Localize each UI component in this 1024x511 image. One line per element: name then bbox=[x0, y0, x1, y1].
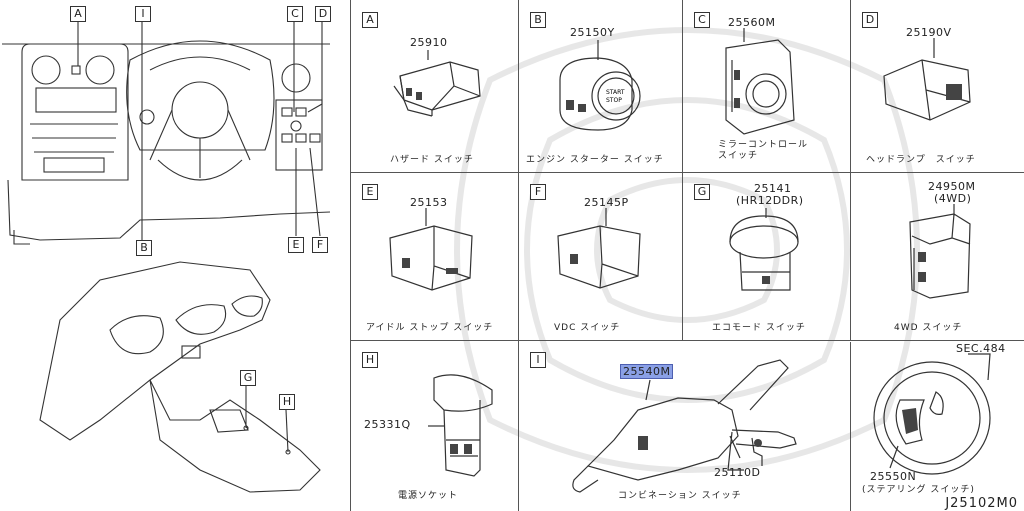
part-number: 25153 bbox=[410, 196, 448, 209]
part-caption: 4WD スイッチ bbox=[894, 323, 963, 333]
part-number: 25141 bbox=[754, 182, 792, 195]
part-number: 25560M bbox=[728, 16, 776, 29]
part-note: (HR12DDR) bbox=[736, 194, 804, 207]
callout-h: H bbox=[279, 394, 295, 410]
cell-mirror-control-switch: C 25560M ミラーコントロール スイッチ bbox=[682, 0, 850, 172]
cell-steering-switch: SEC.484 25550N (ステアリング スイッチ) bbox=[850, 340, 1024, 511]
power-socket-icon bbox=[428, 374, 493, 477]
section-reference: SEC.484 bbox=[956, 342, 1006, 355]
part-number: 25550N bbox=[870, 470, 917, 483]
part-caption: ハザード スイッチ bbox=[390, 155, 474, 165]
part-note: (4WD) bbox=[934, 192, 972, 205]
part-caption: アイドル ストップ スイッチ bbox=[366, 323, 494, 333]
part-number: 25190V bbox=[906, 26, 952, 39]
cell-eco-mode-switch: G 25141 (HR12DDR) エコモード スイッチ bbox=[682, 172, 850, 340]
part-caption: VDC スイッチ bbox=[554, 323, 621, 333]
part-caption: コンビネーション スイッチ bbox=[618, 491, 742, 501]
stop-label: STOP bbox=[606, 97, 622, 104]
part-number: 25910 bbox=[410, 36, 448, 49]
combination-switch-icon bbox=[572, 359, 797, 493]
cell-combination-switch: I 25540M 25110D コンビネーション スイッチ bbox=[518, 340, 850, 511]
cell-letter-a: A bbox=[362, 12, 378, 28]
callout-g: G bbox=[240, 370, 256, 386]
callout-a: A bbox=[70, 6, 86, 22]
hazard-switch-icon bbox=[393, 50, 481, 117]
callout-b: B bbox=[136, 240, 152, 256]
cell-hazard-switch: A 25910 ハザード スイッチ bbox=[350, 0, 518, 172]
idle-stop-switch-icon bbox=[389, 208, 473, 291]
mirror-control-icon bbox=[725, 28, 795, 135]
part-caption: ミラーコントロール スイッチ bbox=[718, 140, 809, 161]
cell-letter-c: C bbox=[694, 12, 710, 28]
cell-letter-f: F bbox=[530, 184, 546, 200]
part-caption: (ステアリング スイッチ) bbox=[862, 485, 975, 495]
start-label: START bbox=[606, 89, 625, 96]
part-caption: ヘッドランプ スイッチ bbox=[866, 155, 976, 165]
cell-letter-b: B bbox=[530, 12, 546, 28]
cell-letter-h: H bbox=[362, 352, 378, 368]
part-caption: エンジン スターター スイッチ bbox=[526, 155, 664, 165]
part-number: 24950M bbox=[928, 180, 976, 193]
part-number: 25145P bbox=[584, 196, 629, 209]
vdc-switch-icon bbox=[557, 208, 641, 289]
callout-d: D bbox=[315, 6, 331, 22]
cell-letter-d: D bbox=[862, 12, 878, 28]
dashboard-overview: A I C D B E F G H bbox=[0, 0, 348, 511]
part-caption: エコモード スイッチ bbox=[712, 323, 806, 333]
cell-headlamp-switch: D 25190V ヘッドランプ スイッチ bbox=[850, 0, 1024, 172]
callout-i: I bbox=[135, 6, 151, 22]
part-number: 25150Y bbox=[570, 26, 615, 39]
eco-mode-switch-icon bbox=[729, 208, 799, 291]
bolt-part-number: 25110D bbox=[714, 466, 761, 479]
cell-4wd-switch: 24950M (4WD) 4WD スイッチ bbox=[850, 172, 1024, 340]
parts-grid: A 25910 ハザード スイッチ B 25150Y bbox=[350, 0, 1024, 511]
part-caption: 電源ソケット bbox=[398, 491, 459, 501]
cell-power-socket: H 25331Q 電源ソケット bbox=[350, 340, 518, 511]
part-number: 25331Q bbox=[364, 418, 411, 431]
cell-letter-g: G bbox=[694, 184, 710, 200]
diagram-code: J25102M0 bbox=[945, 496, 1018, 511]
callout-f: F bbox=[312, 237, 328, 253]
cell-idle-stop-switch: E 25153 アイドル ストップ スイッチ bbox=[350, 172, 518, 340]
callout-e: E bbox=[288, 237, 304, 253]
cell-vdc-switch: F 25145P VDC スイッチ bbox=[518, 172, 682, 340]
part-number-highlighted[interactable]: 25540M bbox=[620, 364, 674, 379]
cell-letter-i: I bbox=[530, 352, 546, 368]
4wd-switch-icon bbox=[909, 204, 971, 299]
cell-engine-starter-switch: B 25150Y START STOP エンジン スターター スイッチ bbox=[518, 0, 682, 172]
dashboard-drawing bbox=[2, 22, 331, 493]
headlamp-switch-icon bbox=[883, 38, 971, 121]
start-stop-button-icon: START STOP bbox=[559, 40, 641, 131]
steering-wheel-icon bbox=[873, 353, 991, 475]
callout-c: C bbox=[287, 6, 303, 22]
cell-letter-e: E bbox=[362, 184, 378, 200]
